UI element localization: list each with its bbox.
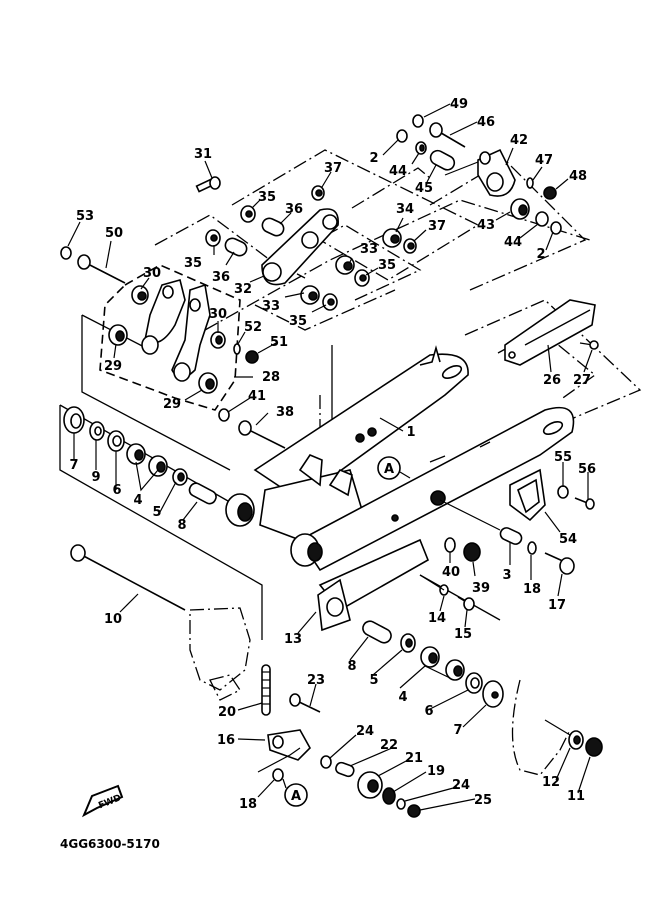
part-label-4: 4 [398, 690, 407, 705]
part-label-35: 35 [289, 314, 307, 329]
pivot-bearings-left [63, 406, 217, 505]
link-group-boundary [99, 264, 241, 411]
part-label-27: 27 [573, 373, 591, 388]
reference-marker-a-lower: A [282, 778, 308, 807]
part-label-23: 23 [307, 673, 325, 688]
part-label-29: 29 [163, 397, 181, 412]
misc-right-parts [419, 468, 595, 611]
part-label-7: 7 [453, 723, 462, 738]
part-label-8: 8 [177, 518, 186, 533]
part-label-7: 7 [69, 458, 78, 473]
part-label-30: 30 [209, 307, 227, 322]
part-label-24: 24 [356, 724, 374, 739]
part-label-16: 16 [217, 733, 235, 748]
part-label-37: 37 [324, 161, 342, 176]
part-label-34: 34 [396, 202, 414, 217]
part-label-24: 24 [452, 778, 470, 793]
part-label-36: 36 [212, 270, 230, 285]
part-label-18: 18 [239, 797, 257, 812]
part-label-21: 21 [405, 751, 423, 766]
part-label-17: 17 [548, 598, 566, 613]
part-label-28: 28 [262, 370, 280, 385]
part-label-15: 15 [454, 627, 472, 642]
part-label-45: 45 [415, 181, 433, 196]
brake-arm-parts [257, 664, 421, 818]
part-label-29: 29 [104, 359, 122, 374]
relay-arm [261, 208, 339, 286]
part-label-9: 9 [91, 470, 100, 485]
screw-27 [579, 340, 599, 350]
part-label-2: 2 [369, 151, 378, 166]
swingarm-body [225, 345, 575, 632]
part-label-40: 40 [442, 565, 460, 580]
part-label-22: 22 [380, 738, 398, 753]
part-label-48: 48 [569, 169, 587, 184]
part-label-30: 30 [143, 266, 161, 281]
part-label-5: 5 [369, 673, 378, 688]
part-label-5: 5 [152, 505, 161, 520]
drawing-code: 4GG6300-5170 [60, 837, 160, 851]
reference-marker-a-upper: A [377, 456, 411, 480]
part-label-44: 44 [389, 164, 407, 179]
part-label-37: 37 [428, 219, 446, 234]
forward-direction-arrow: FWD [81, 784, 124, 818]
part-label-12: 12 [542, 775, 560, 790]
link-assembly-28 [141, 279, 211, 382]
part-label-3: 3 [502, 568, 511, 583]
part-number-labels: 1 2 2 3 4 4 5 5 6 6 7 7 8 8 9 10 11 12 1… [69, 97, 596, 812]
reference-marker-label: A [291, 789, 301, 804]
part-label-52: 52 [244, 320, 262, 335]
pivot-bearings-right [362, 620, 603, 776]
part-label-35: 35 [184, 256, 202, 271]
part-label-13: 13 [284, 632, 302, 647]
part-label-31: 31 [194, 147, 212, 162]
part-label-56: 56 [578, 462, 596, 477]
part-label-1: 1 [406, 425, 415, 440]
reference-marker-label: A [384, 462, 394, 477]
part-label-54: 54 [559, 532, 577, 547]
part-label-18: 18 [523, 582, 541, 597]
leader-lines [67, 103, 593, 811]
part-label-6: 6 [112, 483, 121, 498]
part-label-25: 25 [474, 793, 492, 808]
part-label-32: 32 [234, 282, 252, 297]
part-label-8: 8 [347, 659, 356, 674]
part-label-19: 19 [427, 764, 445, 779]
part-label-35: 35 [378, 258, 396, 273]
part-label-47: 47 [535, 153, 553, 168]
part-label-36: 36 [285, 202, 303, 217]
part-label-42: 42 [510, 133, 528, 148]
part-label-39: 39 [472, 581, 490, 596]
shock-bracket-parts [396, 114, 562, 235]
part-label-33: 33 [262, 299, 280, 314]
part-label-49: 49 [450, 97, 468, 112]
part-label-44: 44 [504, 235, 522, 250]
part-label-2: 2 [536, 247, 545, 262]
part-label-26: 26 [543, 373, 561, 388]
part-label-53: 53 [76, 209, 94, 224]
part-label-20: 20 [218, 705, 236, 720]
part-label-55: 55 [554, 450, 572, 465]
part-label-43: 43 [477, 218, 495, 233]
part-label-50: 50 [105, 226, 123, 241]
part-label-51: 51 [270, 335, 288, 350]
bushings [108, 185, 417, 394]
part-label-46: 46 [477, 115, 495, 130]
part-label-6: 6 [424, 704, 433, 719]
part-label-11: 11 [567, 789, 585, 804]
part-label-10: 10 [104, 612, 122, 627]
part-label-4: 4 [133, 493, 142, 508]
part-label-35: 35 [258, 190, 276, 205]
frame-outline-left [189, 607, 251, 701]
chain-guard [504, 299, 596, 366]
bolts [60, 176, 286, 611]
part-label-41: 41 [248, 389, 266, 404]
part-label-33: 33 [360, 242, 378, 257]
part-label-14: 14 [428, 611, 446, 626]
part-label-38: 38 [276, 405, 294, 420]
